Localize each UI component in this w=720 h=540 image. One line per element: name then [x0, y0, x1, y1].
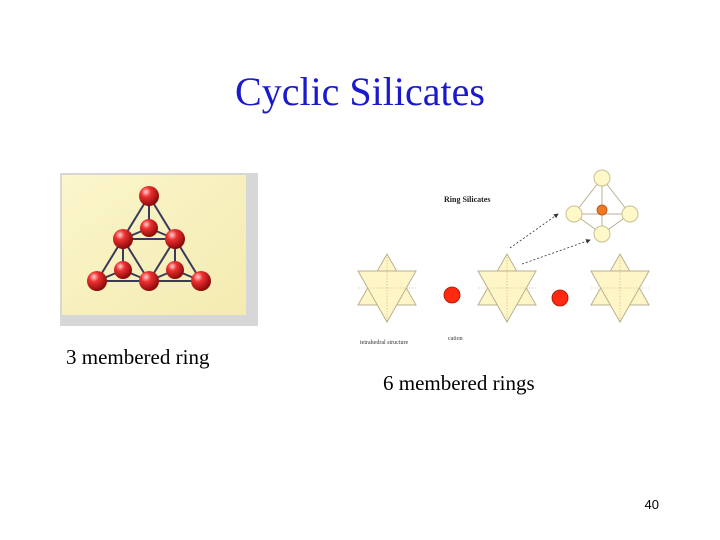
tetrahedral-structure-label: tetrahedral structure — [360, 340, 408, 346]
page-number: 40 — [644, 497, 659, 512]
three-membered-ring-caption: 3 membered ring — [66, 345, 210, 369]
diagram-title: Ring Silicates — [444, 195, 490, 204]
six-membered-rings-caption: 6 membered rings — [383, 371, 535, 395]
three-membered-ring-image — [60, 173, 258, 326]
ring-silicates-diagram: Ring Silicates cati — [357, 169, 650, 346]
slide-title: Cyclic Silicates — [235, 69, 485, 114]
cation-label: cation — [448, 336, 463, 342]
